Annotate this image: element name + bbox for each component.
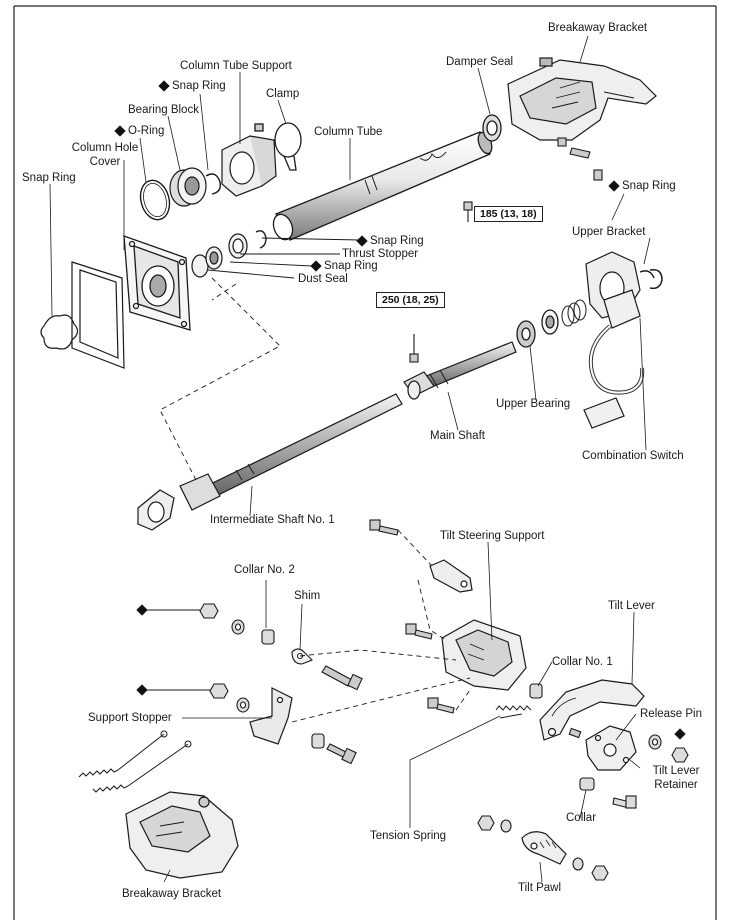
column-hole-gasket-part	[71, 261, 125, 369]
right-nuts	[648, 734, 689, 763]
column-tube-support-part	[221, 135, 277, 197]
pawl-hardware	[477, 815, 609, 881]
label-dust-seal: Dust Seal	[298, 273, 348, 285]
diamond-icon	[608, 180, 620, 192]
page-border	[13, 5, 717, 920]
collar-no1-part	[529, 683, 543, 699]
snap-ring-1-part	[205, 173, 222, 195]
collar-part	[579, 777, 637, 809]
shim-part	[291, 648, 313, 665]
diamond-icon	[356, 235, 368, 247]
label-collar-no1: Collar No. 1	[552, 656, 613, 668]
label-shim: Shim	[294, 590, 321, 602]
bearing-block-part	[169, 167, 207, 207]
spring-coil	[561, 299, 587, 327]
label-release-pin: Release Pin	[640, 708, 703, 720]
label-bearing-block: Bearing Block	[128, 104, 199, 116]
label-tilt-lever-retainer: Tilt Lever Retainer	[652, 765, 700, 791]
label-snap-ring-right: Snap Ring	[608, 180, 676, 192]
label-snap-ring-2-text: Snap Ring	[370, 235, 424, 247]
diamond-icon	[158, 80, 170, 92]
small-ring-leaders	[207, 237, 361, 279]
breakaway-bracket-top-part	[507, 57, 657, 141]
label-snap-ring-1: Snap Ring	[158, 80, 226, 92]
diamond-icon	[310, 260, 322, 272]
torque-spec-250: 250 (18, 25)	[376, 292, 445, 308]
label-tilt-lever: Tilt Lever	[608, 600, 655, 612]
damper-seal-part	[482, 114, 502, 142]
label-snap-ring-1-text: Snap Ring	[172, 80, 226, 92]
label-tension-spring: Tension Spring	[370, 830, 447, 842]
label-snap-ring-left: Snap Ring	[22, 172, 76, 184]
intermediate-shaft-part	[137, 393, 403, 531]
label-breakaway-bracket-top: Breakaway Bracket	[548, 22, 648, 34]
tilt-lever-retainer-part	[585, 725, 637, 771]
label-collar: Collar	[566, 812, 597, 824]
label-tilt-steering-support: Tilt Steering Support	[440, 530, 545, 542]
label-thrust-stopper: Thrust Stopper	[342, 248, 419, 260]
bolt-185-part	[463, 201, 473, 222]
tilt-bracket-top-part	[429, 559, 473, 593]
lower-bolts	[321, 665, 363, 765]
small-bracket-bolts	[557, 137, 603, 181]
breakaway-bracket-bottom-part	[125, 791, 239, 879]
label-snap-ring-2: Snap Ring	[356, 235, 424, 247]
label-collar-no2: Collar No. 2	[234, 564, 295, 576]
o-ring-part	[139, 179, 171, 221]
label-column-hole-cover: Column Hole Cover	[71, 142, 139, 168]
snap-ring-right-part	[649, 268, 663, 290]
release-pin-part	[568, 727, 582, 739]
label-o-ring-text: O-Ring	[128, 125, 165, 137]
tilt-lever-part	[539, 679, 645, 741]
diamond-icon	[114, 125, 126, 137]
tilt-pawl-part	[521, 831, 567, 865]
dashed-leaders-lower	[291, 529, 471, 723]
label-main-shaft: Main Shaft	[430, 430, 485, 442]
label-breakaway-bracket-bottom: Breakaway Bracket	[122, 888, 222, 900]
support-stopper-part	[249, 687, 293, 745]
upper-bearing-part	[516, 309, 559, 348]
label-snap-ring-3-text: Snap Ring	[324, 260, 378, 272]
label-column-tube: Column Tube	[314, 126, 383, 138]
column-tube-part	[272, 131, 493, 241]
label-leaders	[49, 35, 651, 883]
support-bolts	[369, 519, 455, 714]
dashed-leaders-upper	[159, 277, 281, 481]
label-combination-switch: Combination Switch	[582, 450, 684, 462]
label-o-ring: O-Ring	[114, 125, 165, 137]
main-shaft-part	[403, 341, 517, 400]
left-bolt-lines	[146, 609, 210, 691]
left-nuts-washers	[199, 603, 325, 749]
label-snap-ring-right-text: Snap Ring	[622, 180, 676, 192]
label-upper-bearing: Upper Bearing	[496, 398, 571, 410]
lower-left-springs	[78, 730, 192, 793]
label-intermediate-shaft: Intermediate Shaft No. 1	[210, 514, 335, 526]
label-clamp: Clamp	[266, 88, 300, 100]
label-upper-bracket: Upper Bracket	[572, 226, 646, 238]
label-support-stopper: Support Stopper	[88, 712, 172, 724]
combination-switch-part	[583, 289, 645, 429]
label-column-tube-support: Column Tube Support	[180, 60, 292, 72]
clamp-part	[254, 122, 302, 171]
label-tilt-pawl: Tilt Pawl	[518, 882, 562, 894]
column-hole-cover-part	[123, 235, 191, 331]
column-small-rings	[191, 230, 267, 278]
label-snap-ring-3: Snap Ring	[310, 260, 378, 272]
tilt-steering-support-part	[441, 619, 527, 691]
bolt-250-part	[409, 334, 419, 363]
torque-spec-185: 185 (13, 18)	[474, 206, 543, 222]
label-damper-seal: Damper Seal	[446, 56, 514, 68]
tension-spring-part	[495, 705, 532, 719]
